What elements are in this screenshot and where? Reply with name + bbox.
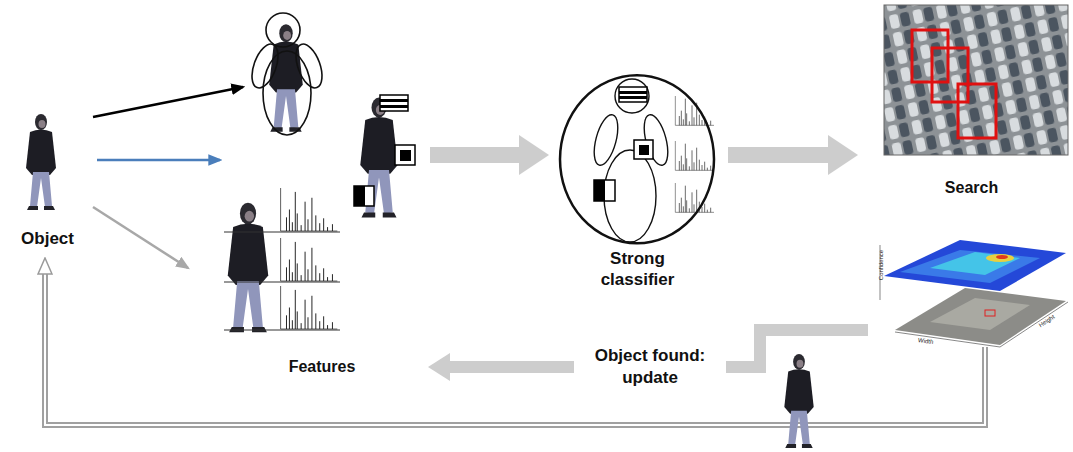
connector-arrow	[97, 159, 220, 162]
classifier-circle: Strong classifier	[555, 72, 720, 293]
connector-arrow	[728, 147, 834, 163]
object-figure: Object	[0, 110, 95, 252]
feature-group: Features	[222, 95, 422, 385]
axis-label: Confidence	[878, 250, 884, 280]
edge-label: Object found: update	[574, 343, 726, 391]
node-label: Strong classifier	[582, 248, 694, 291]
search-panel: Search	[870, 2, 1073, 345]
connector-outline	[45, 269, 985, 425]
axis-label: Width	[918, 337, 934, 345]
node-label: Object	[0, 228, 95, 249]
connector-arrow	[430, 147, 525, 163]
node-label: Features	[222, 357, 422, 377]
connector-arrow	[45, 269, 985, 425]
node-label: Search	[870, 178, 1073, 198]
classifier-ellipse	[560, 75, 714, 243]
